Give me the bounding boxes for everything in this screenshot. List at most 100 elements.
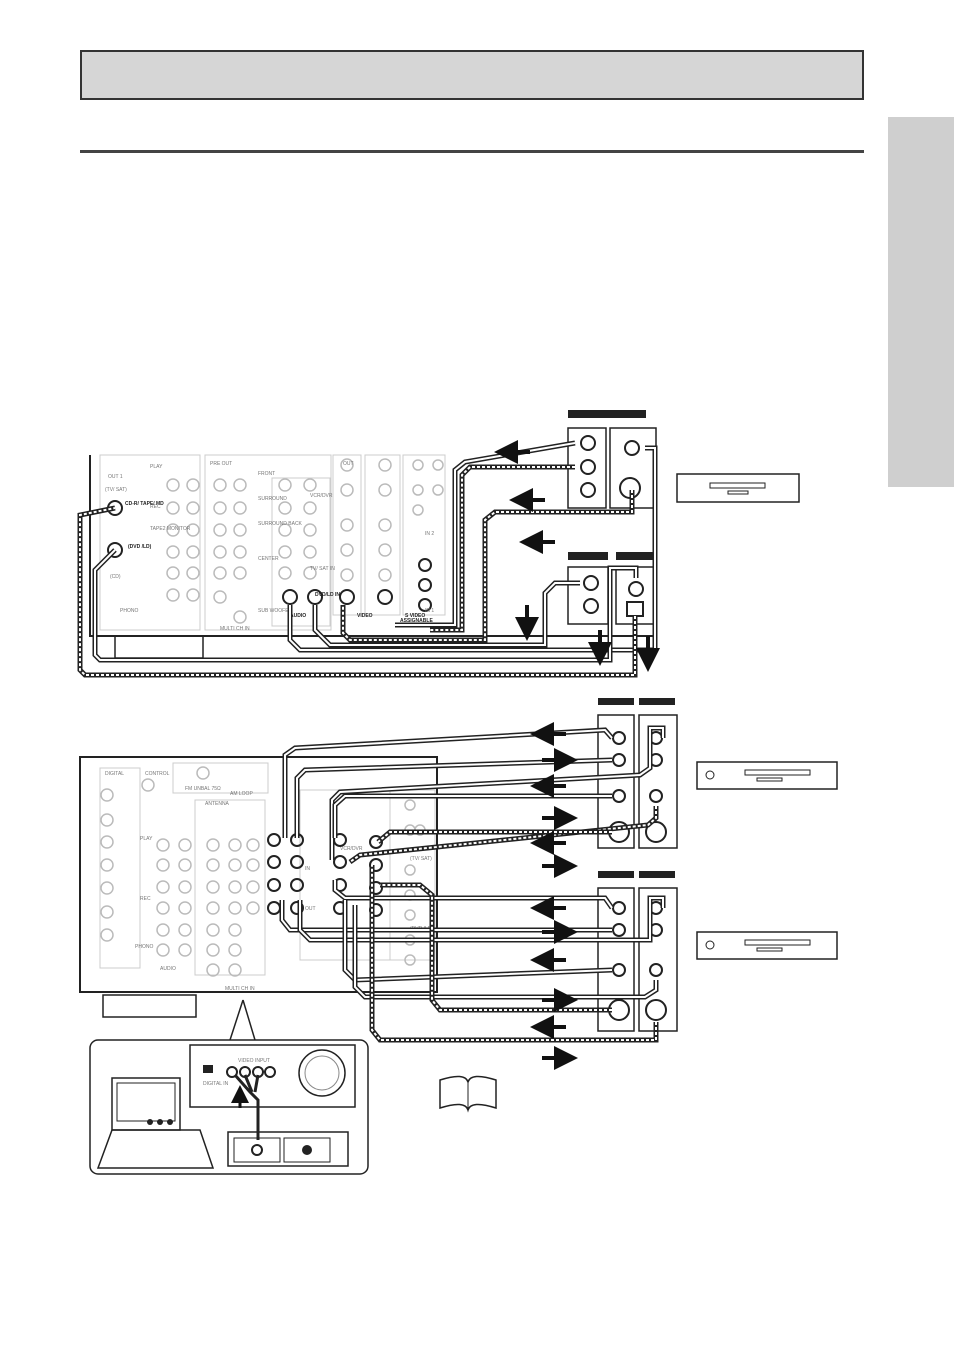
rca-jack — [206, 838, 220, 852]
label-tv-sat-2: (TV/ SAT) — [410, 856, 432, 862]
label-tv-sat-in: TV/ SAT IN — [310, 566, 335, 572]
label-fm-unbal: FM UNBAL 75Ω — [185, 786, 221, 792]
label-front: FRONT — [258, 471, 275, 477]
rca-jack — [418, 578, 432, 592]
rca-jack — [303, 566, 317, 580]
rca-jack — [267, 855, 281, 869]
rca-jack — [156, 880, 170, 894]
rca-jack — [290, 878, 304, 892]
rca-jack — [206, 943, 220, 957]
rca-jack — [340, 458, 354, 472]
rca-jack — [233, 610, 247, 624]
label-cd: (CD) — [110, 574, 121, 580]
rca-jack — [404, 864, 416, 876]
rca-jack — [186, 501, 200, 515]
bottom-cables — [279, 725, 666, 1043]
label-play-2: PLAY — [140, 836, 153, 842]
rca-jack — [412, 459, 424, 471]
label-out-2: OUT — [305, 906, 316, 912]
rca-jack — [369, 835, 383, 849]
rca-jack — [166, 566, 180, 580]
rca-jack — [267, 901, 281, 915]
label-s-video: S VIDEO — [405, 613, 425, 619]
rca-jack — [166, 478, 180, 492]
label-dvd-ld: (DVD /LD) — [128, 544, 152, 550]
label-tape2-monitor: TAPE2 MONITOR — [150, 526, 191, 532]
rca-jack — [278, 523, 292, 537]
top-cables — [77, 440, 658, 678]
top-signal-arrows — [494, 440, 660, 672]
label-vcr-dvr-2: VCR/DVR — [340, 846, 363, 852]
rca-jack — [340, 518, 354, 532]
rca-jack — [186, 545, 200, 559]
rca-jack — [246, 880, 260, 894]
rca-jack — [228, 963, 242, 977]
label-tv-sat: (TV/ SAT) — [105, 487, 127, 493]
rca-jack — [290, 901, 304, 915]
rca-jack — [100, 858, 114, 872]
rca-jack — [282, 589, 298, 605]
rca-jack — [246, 901, 260, 915]
rca-jack — [178, 923, 192, 937]
rca-jack — [156, 943, 170, 957]
rca-jack — [233, 523, 247, 537]
rca-jack — [213, 478, 227, 492]
rca-jack — [432, 459, 444, 471]
label-audio-2: AUDIO — [160, 966, 176, 972]
rca-jack — [228, 858, 242, 872]
label-dvd-ld-in: DVD/LD IN — [315, 592, 340, 598]
rca-jack — [404, 909, 416, 921]
rca-jack — [378, 543, 392, 557]
label-cd-r-tape: CD-R/ TAPE/ MD — [125, 501, 164, 507]
rca-jack — [186, 566, 200, 580]
label-control: CONTROL — [145, 771, 170, 777]
rca-jack — [206, 880, 220, 894]
rca-jack — [267, 878, 281, 892]
rca-jack — [156, 901, 170, 915]
label-assignable: ASSIGNABLE — [400, 618, 433, 624]
dvr-jack-panel — [597, 871, 678, 1032]
dvd-player-icon — [676, 473, 800, 503]
rca-jack — [100, 813, 114, 827]
rca-jack — [206, 963, 220, 977]
rca-jack — [404, 799, 416, 811]
rca-jack — [303, 501, 317, 515]
vcr-icon — [696, 761, 838, 790]
rca-jack — [107, 542, 123, 558]
label-video-input: VIDEO INPUT — [238, 1058, 270, 1064]
label-am-loop: AM LOOP — [230, 791, 253, 797]
rca-jack — [339, 589, 355, 605]
rca-jack — [278, 566, 292, 580]
rca-jack — [156, 858, 170, 872]
rca-jack — [340, 543, 354, 557]
book-reference-icon — [439, 1075, 497, 1113]
rca-jack — [378, 518, 392, 532]
rca-jack — [340, 568, 354, 582]
label-vcr-dvr: VCR/DVR — [310, 493, 333, 499]
section-rule — [80, 150, 864, 153]
rca-jack — [333, 855, 347, 869]
label-center: CENTER — [258, 556, 279, 562]
rca-jack — [206, 923, 220, 937]
rca-jack — [378, 458, 392, 472]
rca-jack — [303, 523, 317, 537]
rca-jack — [166, 501, 180, 515]
chapter-side-tab — [888, 117, 954, 487]
section-header-bar — [80, 50, 864, 100]
label-audio: AUDIO — [290, 613, 306, 619]
rca-jack — [100, 835, 114, 849]
rca-jack — [186, 523, 200, 537]
rca-jack — [141, 778, 155, 792]
rca-jack — [178, 838, 192, 852]
rca-jack — [213, 501, 227, 515]
rca-jack — [278, 501, 292, 515]
label-out: OUT — [343, 461, 354, 467]
label-in2: IN 2 — [425, 531, 434, 537]
rca-jack — [412, 484, 424, 496]
rca-jack — [206, 858, 220, 872]
label-rec: REC — [150, 504, 161, 510]
rca-jack — [156, 838, 170, 852]
label-pre-out: PRE OUT — [210, 461, 232, 467]
rca-jack — [404, 954, 416, 966]
